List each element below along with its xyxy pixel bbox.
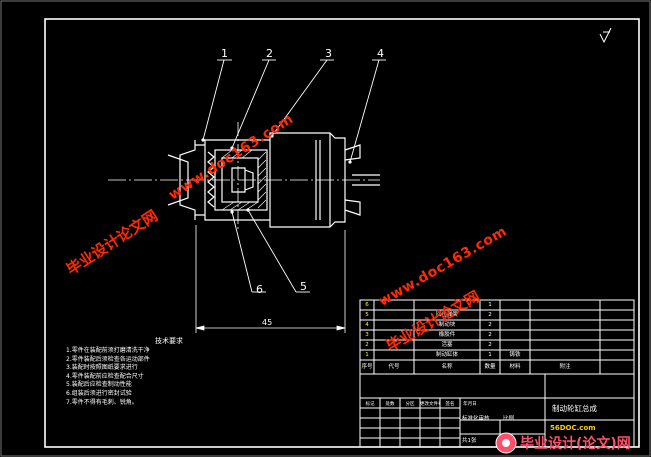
bom-cell xyxy=(374,310,414,320)
logo-emblem-icon xyxy=(495,432,517,454)
bom-cell: 2 xyxy=(488,332,492,338)
title-block-scale-label: 比例 xyxy=(503,416,515,422)
bom-cell: 2 xyxy=(488,342,492,348)
drawing-title: 制动轮缸总成 xyxy=(552,404,597,413)
bom-table-grid xyxy=(359,299,635,375)
bom-cell: 回位弹簧 xyxy=(435,312,458,318)
bom-cell: 代号 xyxy=(388,364,400,370)
bom-cell xyxy=(530,320,600,330)
balloon-4: 4 xyxy=(377,47,384,60)
roughness-symbol-icon xyxy=(599,27,612,44)
logo-corner-code: 56DOC.com xyxy=(550,424,596,432)
bom-cell xyxy=(530,340,600,350)
site-logo: 56DOC.com 毕业设计(论文)网 xyxy=(490,424,650,456)
leader-arrow-dots xyxy=(201,134,352,214)
tech-requirement-line: 6.组装后须进行密封试验 xyxy=(66,389,132,397)
section-hatching xyxy=(221,149,267,211)
bom-cell: 1 xyxy=(488,352,492,358)
title-block-col-head: 分区 xyxy=(405,402,415,407)
overall-length-dimension xyxy=(195,225,346,333)
wheel-cylinder-assembly xyxy=(167,132,380,228)
tech-requirement-line: 3.装配时按照图纸要求进行 xyxy=(66,364,138,372)
bom-cell: 3 xyxy=(365,332,369,338)
bom-cell xyxy=(500,300,530,310)
tech-requirement-line: 5.装配后应检查制动性能 xyxy=(66,381,132,389)
bom-cell xyxy=(530,350,600,360)
title-block-review-label: 标准化审核 xyxy=(462,416,490,422)
balloon-5: 5 xyxy=(300,280,307,293)
dimension-value: 45 xyxy=(262,318,273,327)
title-block-col-head: 签名 xyxy=(445,402,455,407)
leader-lines xyxy=(202,59,386,293)
bom-cell: 序号 xyxy=(361,364,373,370)
logo-brand-text: 毕业设计(论文)网 xyxy=(520,436,631,452)
bom-cell: 铸铁 xyxy=(509,352,521,358)
title-block-sheet-label: 共1张 xyxy=(462,438,477,444)
bom-cell xyxy=(500,330,530,340)
bom-cell: 活塞 xyxy=(441,342,453,348)
bom-cell: 制动缸体 xyxy=(435,352,458,358)
tech-requirement-line: 4.零件装配前应检查配合尺寸 xyxy=(66,372,144,380)
bom-cell: 制动块 xyxy=(438,322,456,328)
tech-requirement-line: 1.零件在装配前须打磨清洗干净 xyxy=(66,347,150,354)
bom-cell xyxy=(500,320,530,330)
balloon-6: 6 xyxy=(256,283,263,296)
tech-requirements-title: 技术要求 xyxy=(155,337,183,345)
balloon-2: 2 xyxy=(266,47,273,60)
bom-cell xyxy=(530,310,600,320)
bom-cell xyxy=(530,300,600,310)
bom-cell xyxy=(500,340,530,350)
bom-table: 6 1 5 回位弹簧 2 4 制动块 2 3 橡胶件 2 2 活塞 2 1 制动缸体 1 铸铁序号 代号 名称 数量 材料… xyxy=(360,300,634,374)
bom-cell: 2 xyxy=(488,322,492,328)
balloon-1: 1 xyxy=(221,47,228,60)
bom-cell: 橡胶件 xyxy=(438,332,456,338)
tech-requirement-line: 7.零件不得有毛刺、锐角。 xyxy=(66,398,138,406)
inner-border xyxy=(44,18,640,448)
bom-cell xyxy=(530,330,600,340)
bom-cell: 数量 xyxy=(484,364,496,370)
title-block-col-head: 更改文件号 xyxy=(420,402,440,407)
title-block-col-head: 处数 xyxy=(385,402,395,407)
title-block-col-head: 年月日 xyxy=(463,402,477,407)
bom-cell: 名称 xyxy=(441,364,453,370)
bom-cell: 附注 xyxy=(559,364,571,370)
title-block-col-head: 标记 xyxy=(365,402,375,407)
bom-cell: 2 xyxy=(365,342,369,348)
bom-cell xyxy=(500,310,530,320)
tech-requirement-line: 2.零件装配后须检查各运动部件 xyxy=(66,355,150,363)
bom-cell: 1 xyxy=(365,352,369,358)
bom-cell: 2 xyxy=(488,312,492,318)
title-block-column-heads: 标记 处数 分区更改文件号签名 年月日 xyxy=(360,401,480,409)
bom-cell: 6 xyxy=(365,302,369,308)
bom-cell: 材料 xyxy=(509,364,521,370)
bom-cell: 1 xyxy=(488,302,492,308)
bom-cell: 4 xyxy=(365,322,369,328)
bom-cell: 5 xyxy=(365,312,369,318)
balloon-3: 3 xyxy=(325,47,332,60)
